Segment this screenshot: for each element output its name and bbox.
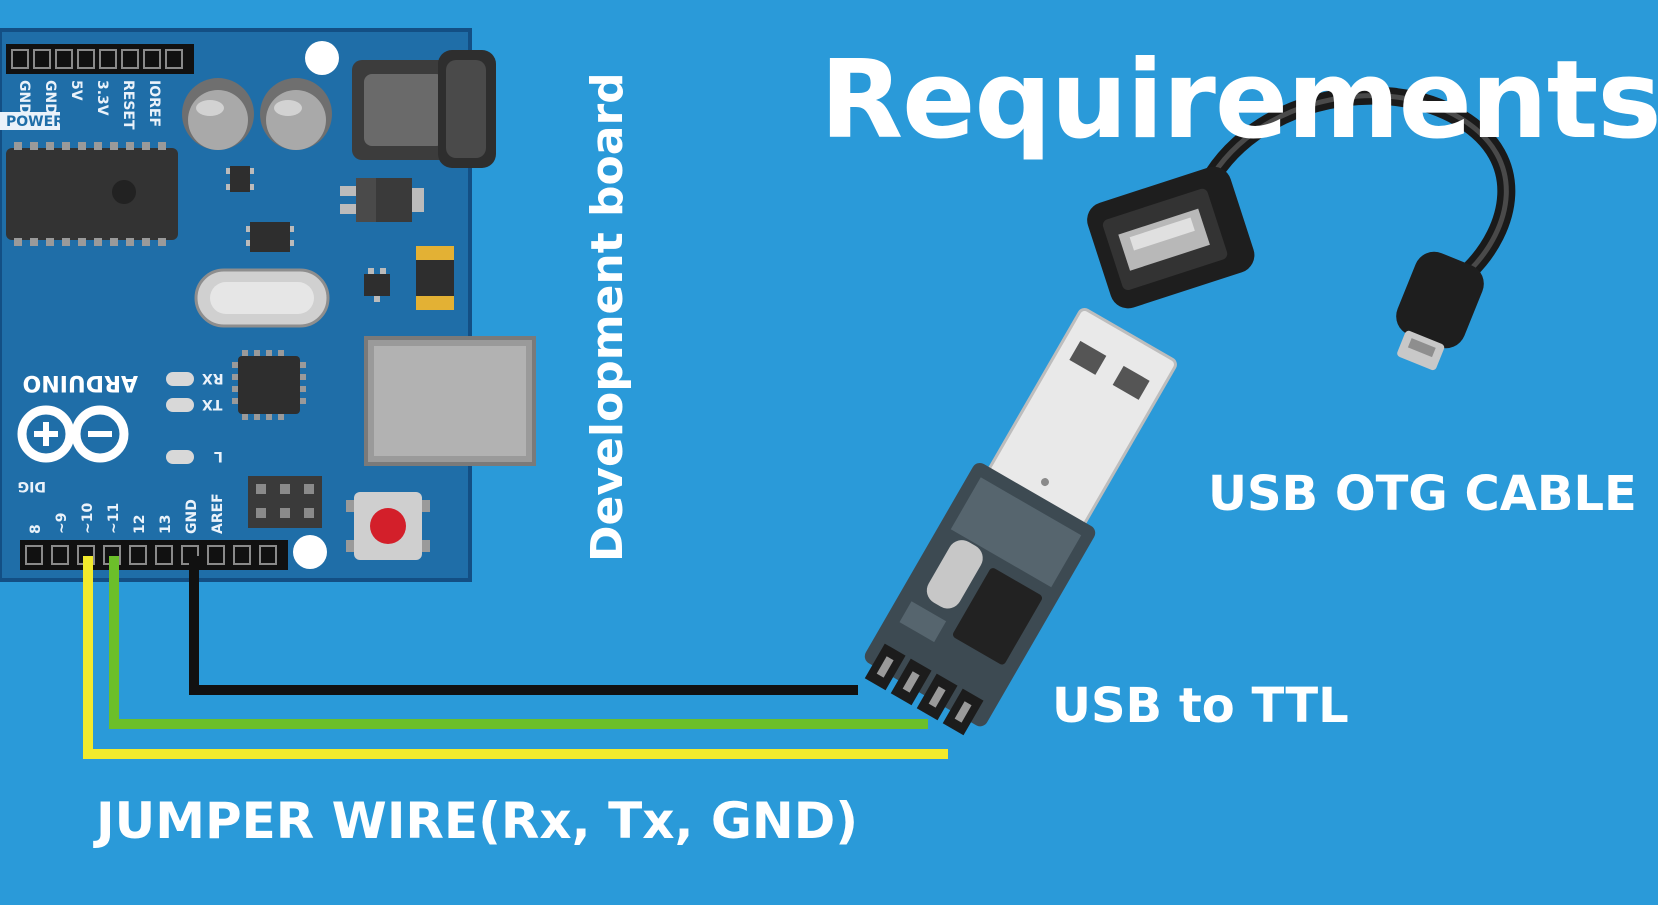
arduino-brand-label: ARDUINO	[23, 370, 138, 395]
jumper-wires	[83, 556, 948, 759]
otg-usb-a-socket	[1087, 166, 1255, 309]
digital-pin-label: AREF	[210, 493, 226, 534]
power-header-label: POWER	[6, 114, 64, 130]
wire-rx	[83, 556, 948, 759]
jumper-wire-label: JUMPER WIRE(Rx, Tx, GND)	[96, 792, 859, 850]
wire-tx	[109, 556, 928, 729]
arduino-board: IOREF RESET 3.3V 5V GND GND POWER	[0, 28, 536, 582]
smd-components	[226, 166, 454, 310]
mount-hole	[293, 535, 327, 569]
led-label-l: L	[214, 448, 223, 464]
wire-gnd	[189, 556, 858, 695]
digital-pin-label: ~10	[80, 503, 96, 534]
power-pin-label: 3.3V	[94, 80, 110, 116]
power-pin-label: IOREF	[146, 80, 162, 127]
power-pin-label: GND	[16, 80, 32, 115]
digital-header-label: DIG	[18, 478, 46, 494]
capacitor	[182, 78, 254, 150]
page-title: Requirements	[820, 38, 1658, 163]
digital-pin-labels: 8 ~9 ~10 ~11 12 13 GND AREF	[28, 493, 226, 534]
usb-to-ttl-label: USB to TTL	[1052, 678, 1349, 734]
power-pin-label: GND	[42, 80, 58, 115]
crystal-oscillator	[194, 268, 330, 328]
power-pin-label: 5V	[68, 80, 84, 101]
power-pin-labels: IOREF RESET 3.3V 5V GND GND	[16, 80, 162, 130]
led-label-rx: RX	[202, 370, 224, 386]
usb-controller-chip	[232, 350, 306, 420]
power-header-tag	[0, 112, 60, 130]
power-pin-label: RESET	[120, 80, 136, 130]
digital-pin-label: 13	[158, 515, 174, 534]
digital-header-block	[20, 540, 288, 570]
usb-to-ttl-module	[864, 308, 1177, 736]
ttl-chip	[953, 568, 1043, 665]
digital-pin-label: 8	[28, 524, 44, 534]
icsp-header	[248, 476, 322, 528]
development-board-label: Development board	[582, 72, 633, 562]
digital-pin-label: GND	[184, 499, 200, 534]
ttl-crystal	[926, 540, 983, 609]
digital-pin-label: 12	[132, 515, 148, 534]
mount-hole	[305, 41, 339, 75]
digital-pin-label: ~9	[54, 513, 70, 534]
led-labels: RX TX L	[202, 370, 224, 464]
power-jack	[352, 50, 496, 168]
status-leds	[166, 372, 194, 464]
usb-otg-cable-label: USB OTG CABLE	[1208, 466, 1637, 522]
arduino-logo: ARDUINO	[17, 370, 138, 463]
usb-b-socket	[364, 336, 536, 466]
otg-micro-usb-plug	[1396, 251, 1484, 371]
capacitor	[260, 78, 332, 150]
led-label-tx: TX	[202, 396, 223, 412]
usb-otg-cable	[1087, 86, 1516, 371]
digital-pin-label: ~11	[106, 503, 122, 534]
reset-button	[346, 492, 430, 560]
microcontroller-chip	[6, 142, 178, 246]
